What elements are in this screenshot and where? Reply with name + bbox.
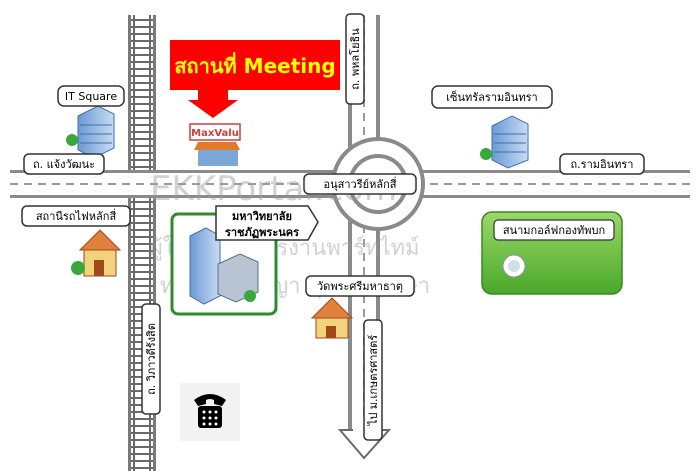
phahon-road-label-box: ถ. พหลโยธิน — [345, 13, 365, 105]
central-building — [480, 115, 529, 169]
top-left-road-label: ถ. แจ้งวัฒนะ — [33, 158, 95, 171]
monument-label-box: อนุสาวรีย์หลักสี่ — [303, 173, 417, 195]
kaset-label: ไป ม.เกษตรศาสตร์ — [367, 335, 380, 426]
university-callout: มหาวิทยาลัย ราชภัฏพระนคร — [215, 205, 319, 241]
house-icon — [71, 229, 122, 277]
university-label-line2: ราชภัฏพระนคร — [225, 226, 299, 239]
phahon-road-label: ถ. พหลโยธิน — [348, 28, 362, 90]
central-callout: เซ็นทรัลรามอินทรา — [431, 85, 553, 109]
vibhavadi-label: ถ. วิภาวดีรังสิต — [145, 323, 158, 395]
it-square-label: IT Square — [65, 90, 117, 103]
golf-label: สนามกอล์ฟกองทัพบก — [503, 224, 605, 237]
university-label-line1: มหาวิทยาลัย — [232, 210, 292, 223]
temple-label: วัดพระศรีมหาธาตุ — [317, 280, 403, 293]
central-label: เซ็นทรัลรามอินทรา — [446, 90, 537, 104]
golf-course: สนามกอล์ฟกองทัพบก — [481, 211, 623, 295]
temple-callout: วัดพระศรีมหาธาตุ — [305, 275, 415, 297]
maxvalu-label: MaxValu — [191, 128, 239, 139]
meeting-banner-text: สถานที่ Meeting — [174, 51, 335, 78]
pond-icon — [502, 254, 526, 278]
vibhavadi-label-box: ถ. วิภาวดีรังสิต — [141, 303, 161, 415]
temple-icon — [310, 297, 354, 339]
it-square-callout: IT Square — [57, 85, 125, 107]
roundabout — [331, 137, 425, 231]
phone-icon — [180, 383, 240, 441]
meeting-banner: สถานที่ Meeting — [170, 40, 340, 118]
top-left-road-label-box: ถ. แจ้งวัฒนะ — [23, 153, 105, 175]
maxvalu-store: MaxValu — [189, 123, 241, 166]
monument-label: อนุสาวรีย์หลักสี่ — [324, 176, 397, 191]
kaset-label-box: ไป ม.เกษตรศาสตร์ — [363, 319, 383, 441]
train-station-callout: สถานีรถไฟหลักสี่ — [21, 205, 131, 227]
it-square-building — [66, 105, 115, 159]
train-station-label: สถานีรถไฟหลักสี่ — [36, 208, 117, 223]
ram-inthra-label: ถ.รามอินทรา — [571, 158, 634, 171]
ram-inthra-label-box: ถ.รามอินทรา — [559, 153, 645, 175]
pointer-arrow-icon — [188, 90, 238, 118]
